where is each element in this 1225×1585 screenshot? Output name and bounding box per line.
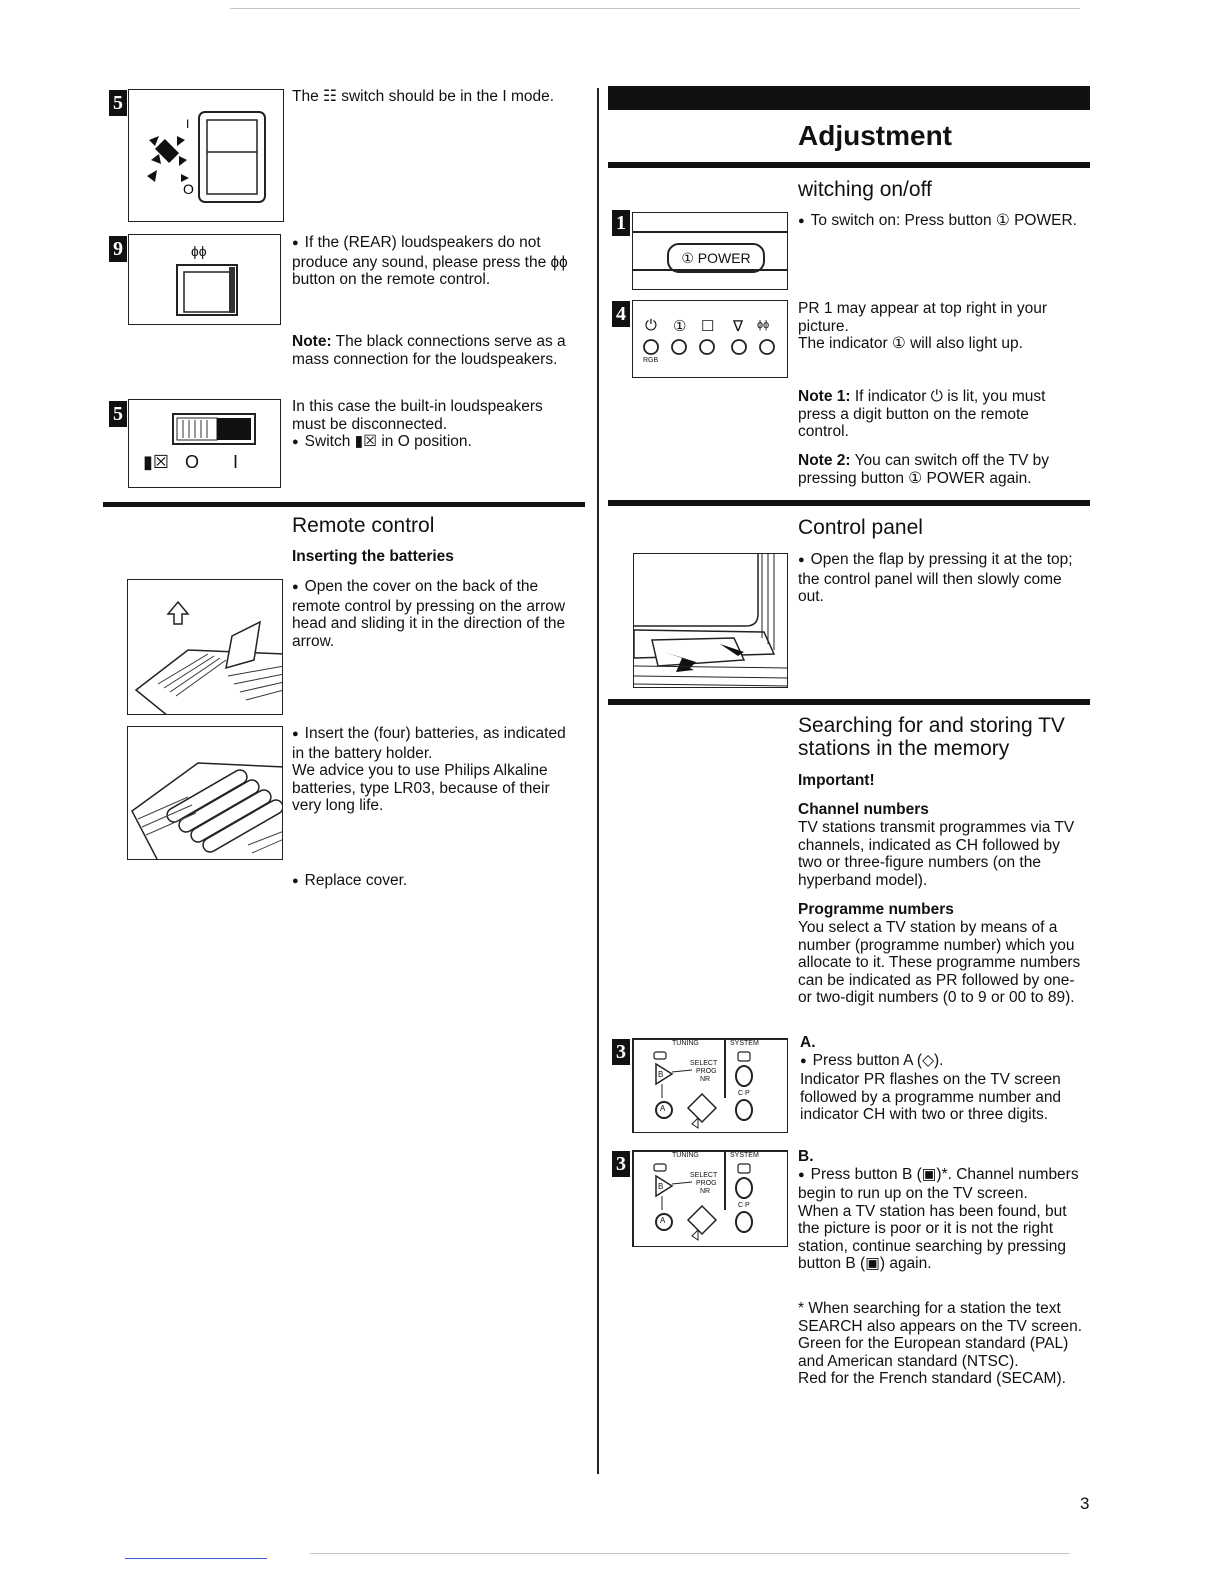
tuning-label: TUNING [672,1152,699,1159]
panel-icon: ⏻ [645,317,657,334]
section-divider [608,699,1090,705]
scan-noise-bottom [310,1553,1070,1554]
step-a: A. Press button A (◇). Indicator PR flas… [800,1034,1088,1124]
indicator-panel-figure: ⏻ ① ☐ ∇ ɸϕ RGB [632,300,788,378]
rgb-label: RGB [643,357,659,364]
cp-label: C P [738,1090,750,1097]
button-a: A [660,1216,666,1225]
panel-icon: ∇ [733,318,744,335]
note-2-text: You can switch off the TV by pressing bu… [798,452,1050,487]
mode-switch-illustration: I O [147,111,266,203]
page-title: Adjustment [798,120,952,151]
remote-step-2: Insert the (four) batteries, as indicate… [292,725,577,815]
note-1: Note 1: If indicator ⏻ is lit, you must … [798,388,1083,441]
tuning-label: TUNING [672,1040,699,1047]
remote-control-heading: Remote control [292,514,435,537]
panel-icon: ☐ [701,318,715,335]
tuning-panel-figure-b: TUNING SYSTEM SELECT PROG NR C P A B [632,1150,788,1247]
channel-numbers-text: TV stations transmit programmes via TV c… [798,819,1075,889]
note-text: The black connections serve as a mass co… [292,333,566,368]
mode-text: The ☷ switch should be in the I mode. [292,88,555,105]
switch-label-i: I [233,452,239,472]
batteries-figure [127,726,283,860]
control-panel-text: Open the flap by pressing it at the top;… [798,551,1083,606]
control-panel-heading: Control panel [798,516,923,539]
scan-noise-top [230,8,1080,9]
rear-note: Note: The black connections serve as a m… [292,333,577,368]
panel-icon: ɸϕ [757,319,770,331]
rear-button-figure: ɸϕ [128,234,281,325]
note-2-label: Note 2: [798,452,851,469]
note-label: Note: [292,333,332,350]
nr-label: NR [700,1076,711,1083]
section-divider [608,500,1090,506]
cp-label: C P [738,1202,750,1209]
speaker-switch-figure: ▮☒ O I [128,399,281,488]
programme-numbers-text: You select a TV station by means of a nu… [798,919,1081,1006]
step-badge: 5 [109,90,127,116]
search-footnote: * When searching for a station the text … [798,1300,1083,1387]
pr-text: PR 1 may appear at top right in your pic… [798,300,1047,352]
step-badge: 9 [109,236,127,262]
switch-on-text: To switch on: Press button ① POWER. [798,212,1083,232]
prog-label: PROG [696,1068,717,1075]
remote-cover-figure [127,579,283,715]
remote-step-1: Open the cover on the back of the remote… [292,578,577,650]
power-button: ① POWER [667,243,765,273]
button-b: B [658,1070,664,1079]
prog-label: PROG [696,1180,717,1187]
mode-switch-figure: I O [128,89,284,222]
nr-label: NR [700,1188,711,1195]
mode-label-o: O [183,181,194,197]
mode-label-i: I [186,117,189,131]
column-divider [597,88,599,1474]
rear-button-symbol: ɸϕ [191,243,207,259]
scan-artifact-line [125,1558,267,1559]
channel-numbers-heading: Channel numbers [798,801,929,818]
speaker-off-symbol: ▮☒ [143,452,170,472]
step-b-label: B. [798,1148,814,1165]
note-1-text: If indicator ⏻ is lit, you must press a … [798,388,1046,440]
step-badge: 4 [612,301,630,327]
programme-numbers-heading: Programme numbers [798,901,954,918]
switch-text: In this case the built-in loudspeakers m… [292,398,577,453]
title-bar [608,86,1090,110]
page-number: 3 [1080,1494,1090,1513]
step-badge: 1 [612,210,630,236]
rear-text: If the (REAR) loudspeakers do not produc… [292,234,577,289]
step-b: B. Press button B (▣)*. Channel numbers … [798,1148,1088,1273]
step-badge: 3 [612,1039,630,1065]
select-label: SELECT [690,1060,718,1067]
control-panel-figure [633,553,788,688]
note-1-label: Note 1: [798,388,851,405]
select-label: SELECT [690,1172,718,1179]
important-heading: Important! [798,772,875,789]
section-divider [103,502,585,507]
step-badge: 5 [109,401,127,427]
switch-label-o: O [185,452,200,472]
system-label: SYSTEM [730,1152,759,1159]
power-button-figure: ① POWER [632,212,788,290]
note-2: Note 2: You can switch off the TV by pre… [798,452,1083,487]
tuning-panel-figure-a: TUNING SYSTEM SELECT PROG NR C P A B [632,1038,788,1133]
system-label: SYSTEM [730,1040,759,1047]
panel-icon: ① [673,318,687,335]
button-b: B [658,1182,664,1191]
inserting-batteries-heading: Inserting the batteries [292,548,454,565]
remote-step-3: Replace cover. [292,872,577,892]
step-a-label: A. [800,1034,816,1051]
button-a: A [660,1104,666,1113]
title-underline [608,162,1090,168]
step-badge: 3 [612,1151,630,1177]
searching-heading: Searching for and storing TV stations in… [798,714,1065,760]
switching-heading: witching on/off [798,178,932,201]
